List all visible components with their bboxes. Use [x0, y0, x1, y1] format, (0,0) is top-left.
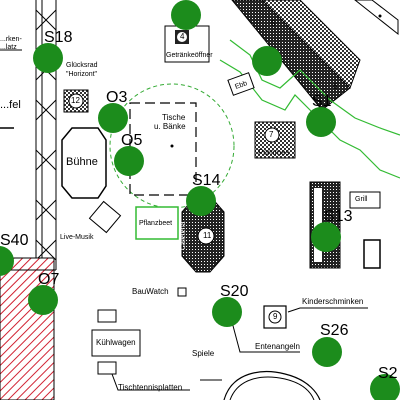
station-label-s14: S14 [192, 172, 221, 189]
station-marker-s14[interactable] [186, 186, 216, 216]
station-label-o7: O7 [38, 271, 60, 288]
booth-number-11: 11 [203, 231, 212, 240]
label-buehne: Bühne [66, 156, 98, 168]
station-marker-o7[interactable] [28, 285, 58, 315]
booth-number-7: 7 [269, 130, 274, 139]
station-label-s26: S26 [320, 322, 349, 339]
label-platz: ...latz [0, 44, 17, 51]
station-marker-s13[interactable] [311, 222, 341, 252]
station-label-s13: S13 [324, 208, 353, 225]
hatched-building [0, 257, 55, 400]
label-bauwatch: BauWatch [132, 287, 169, 296]
station-label-o3: O3 [106, 89, 128, 106]
label-tischtennis: Tischtennisplatten [118, 383, 183, 392]
label-fel: ...fel [0, 99, 21, 111]
station-marker-s2[interactable] [370, 374, 400, 400]
stage [61, 127, 107, 199]
label-spiele: Spiele [192, 349, 215, 358]
station-marker-s40[interactable] [0, 246, 14, 276]
station-marker-s18[interactable] [33, 43, 63, 73]
ebb-box [227, 72, 255, 96]
label-pommes: Pommes [258, 148, 290, 157]
label-getraenke: Getränkeöffner [166, 52, 213, 59]
station-label-s20: S20 [220, 283, 249, 300]
booth-number-5: 5 [271, 19, 276, 28]
station-label-o5: O5 [121, 132, 143, 149]
label-baenke: u. Bänke [154, 122, 186, 131]
grill-box [349, 191, 381, 209]
station-marker-top[interactable] [171, 0, 201, 30]
station-marker-s-top-right[interactable] [252, 46, 282, 76]
tables-area [109, 83, 235, 209]
station-label-s18: S18 [44, 29, 73, 46]
cooling-truck [91, 329, 141, 357]
label-kuehlwagen: Kühlwagen [96, 338, 136, 347]
label-gluecksrad: Glücksrad [66, 62, 98, 69]
plant-bed [135, 206, 179, 240]
label-grill: Grill [355, 196, 368, 203]
booth-number-9: 9 [273, 312, 278, 321]
station-marker-o5[interactable] [114, 146, 144, 176]
station-label-s40: S40 [0, 232, 29, 249]
booth-number-6: 6 [333, 82, 338, 91]
live-music-box [88, 200, 122, 234]
bottom-arc [223, 371, 321, 400]
booth-row-diagonal [231, 0, 399, 111]
label-marken: ...rken- [0, 36, 22, 43]
label-live-musik: Live-Musik [60, 234, 94, 241]
label-pflanzbeet: Pflanzbeet [139, 220, 173, 227]
bauwatch-box [177, 287, 187, 297]
station-marker-s20[interactable] [212, 297, 242, 327]
booth-number-4: 4 [180, 32, 185, 41]
station-marker-s1[interactable] [306, 107, 336, 137]
label-cafeteria: Cafeteria [180, 221, 187, 250]
label-kinderschminken: Kinderschminken [302, 297, 364, 306]
station-marker-o3[interactable] [98, 103, 128, 133]
label-entenangeln: Entenangeln [255, 342, 300, 351]
station-label-s2: S2 [378, 365, 398, 382]
station-label-s1: S1 [312, 93, 332, 110]
station-marker-s26[interactable] [312, 337, 342, 367]
label-tische: Tische [162, 113, 186, 122]
label-horizont: "Horizont" [66, 71, 98, 78]
booth-number-12: 12 [71, 96, 80, 105]
